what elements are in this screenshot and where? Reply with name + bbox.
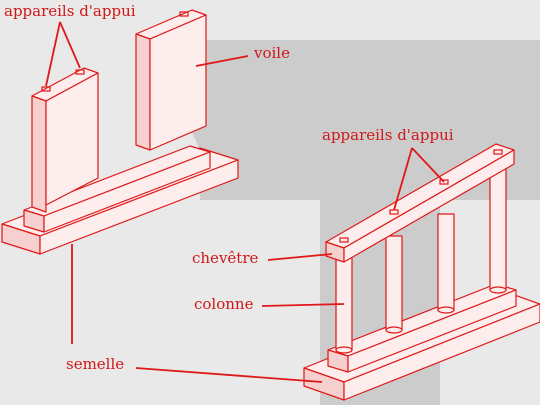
left-short-wall-front xyxy=(31,95,47,213)
right-plinth-side xyxy=(347,289,517,373)
left-bearing-pad-1 xyxy=(41,86,51,92)
column-3 xyxy=(437,213,455,311)
leader-voile xyxy=(195,55,249,67)
right-pier xyxy=(303,143,540,401)
column-3-base xyxy=(437,306,455,314)
cap-beam-side xyxy=(343,149,515,263)
label-bearings-right: appareils d'appui xyxy=(322,126,454,144)
right-bearing-pad-3 xyxy=(439,179,449,185)
leader-semelle-right xyxy=(135,367,323,383)
left-plinth-side xyxy=(43,151,211,233)
column-1-base xyxy=(335,346,353,354)
left-footing-side xyxy=(39,159,239,255)
right-bearing-pad-1 xyxy=(339,237,349,243)
voile-pad xyxy=(179,11,189,17)
left-short-wall-side xyxy=(45,72,99,206)
column-2-base xyxy=(385,326,403,334)
voile-wall-side xyxy=(149,14,207,151)
label-wall: voile xyxy=(254,44,290,62)
left-abutment xyxy=(1,9,239,255)
right-footing-side xyxy=(343,303,540,401)
leader-bearings-left-a xyxy=(45,21,61,87)
right-bearing-pad-4 xyxy=(493,149,503,155)
leader-lines xyxy=(45,21,445,383)
left-bearing-pad-2 xyxy=(75,69,85,75)
column-2 xyxy=(385,235,403,331)
column-4-base xyxy=(489,286,507,294)
leader-chevetre xyxy=(267,253,333,261)
column-4 xyxy=(489,167,507,291)
leader-bearings-right-a xyxy=(393,147,413,211)
leader-colonne xyxy=(261,303,345,307)
leader-bearings-left-b xyxy=(59,21,81,69)
label-cap-beam: chevêtre xyxy=(192,249,259,267)
label-column: colonne xyxy=(194,295,254,313)
label-footing: semelle xyxy=(66,355,125,373)
label-bearings-left: appareils d'appui xyxy=(4,2,136,20)
voile-wall-front xyxy=(135,33,151,151)
background-shadow xyxy=(150,40,540,405)
leader-bearings-right-b xyxy=(411,147,445,183)
